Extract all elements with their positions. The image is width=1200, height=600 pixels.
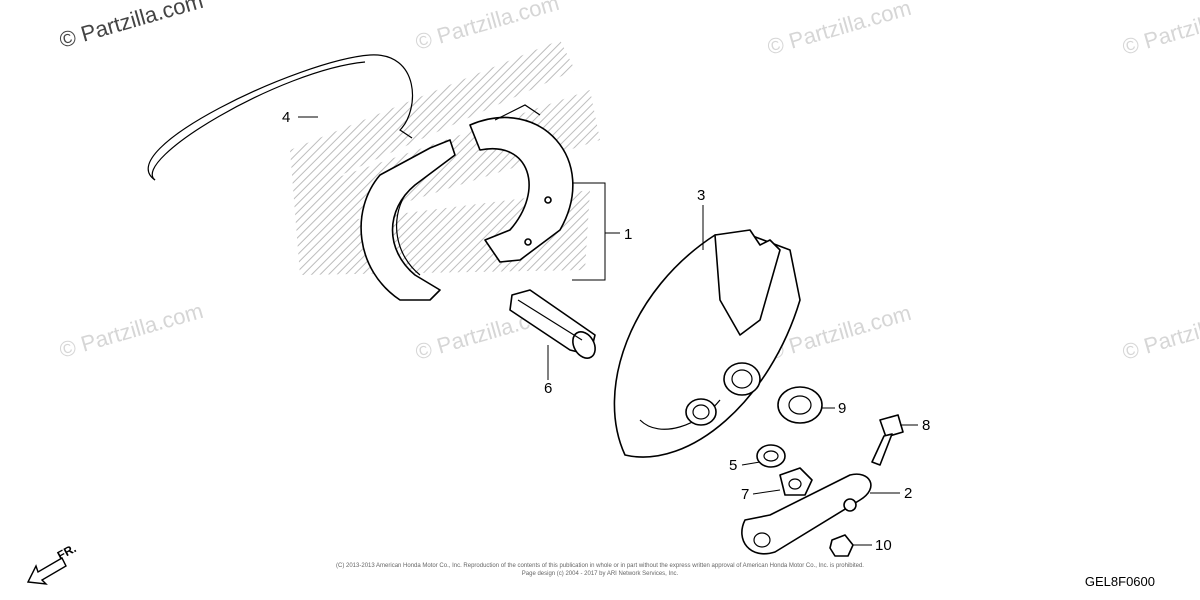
callout-5: 5 xyxy=(729,457,737,474)
part-9-seal[interactable] xyxy=(777,386,823,424)
part-10-nut[interactable] xyxy=(829,534,854,557)
part-2-brake-arm[interactable] xyxy=(741,473,872,555)
front-direction-indicator: FR. xyxy=(26,541,78,585)
callout-6: 6 xyxy=(544,380,552,397)
copyright-line-1: (C) 2013-2013 American Honda Motor Co., … xyxy=(336,563,864,569)
part-6-brake-cam[interactable] xyxy=(509,289,600,362)
part-4-spring-ring[interactable] xyxy=(147,54,414,181)
part-8-bolt[interactable] xyxy=(871,414,904,466)
callout-4: 4 xyxy=(282,109,290,126)
watermark: © Partzilla.com xyxy=(764,0,913,60)
part-3-brake-panel[interactable] xyxy=(613,229,801,458)
diagram-code: GEL8F0600 xyxy=(1085,574,1155,589)
watermark: © Partzilla.com xyxy=(56,0,205,53)
callout-2: 2 xyxy=(904,485,912,502)
watermarks: © Partzilla.com © Partzilla.com © Partzi… xyxy=(56,0,1200,365)
front-arrow-icon xyxy=(26,557,67,585)
part-1-brake-shoes[interactable] xyxy=(360,104,574,301)
callout-numbers: 1 2 3 4 5 6 7 8 9 10 xyxy=(282,109,930,554)
watermark: © Partzilla.com xyxy=(412,0,561,55)
watermark: © Partzilla.com xyxy=(56,298,205,363)
callout-1: 1 xyxy=(624,226,632,243)
leader-lines xyxy=(298,116,918,546)
callout-8: 8 xyxy=(922,417,930,434)
callout-10: 10 xyxy=(875,537,892,554)
watermark: © Partzilla.com xyxy=(1119,300,1200,365)
callout-7: 7 xyxy=(741,486,749,503)
callout-3: 3 xyxy=(697,187,705,204)
part-7-indicator-plate[interactable] xyxy=(779,467,813,496)
part-5-washer[interactable] xyxy=(756,444,786,468)
copyright-line-2: Page design (c) 2004 - 2017 by ARI Netwo… xyxy=(522,571,679,577)
watermark: © Partzilla.com xyxy=(1119,0,1200,60)
callout-9: 9 xyxy=(838,400,846,417)
